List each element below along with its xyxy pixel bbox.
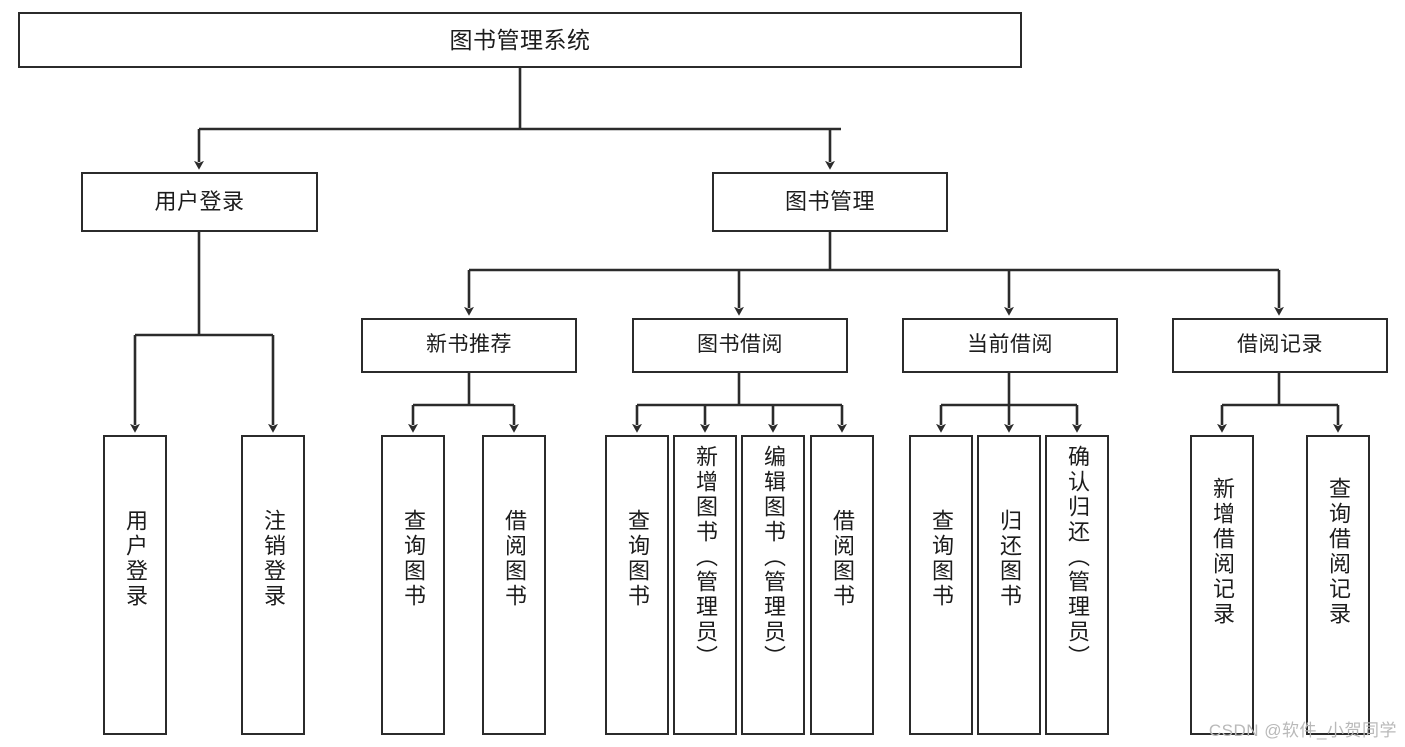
leaf-query-book-borrow[interactable]: 查询图书 [605,435,669,735]
node-label: 新增借阅记录 [1210,477,1235,627]
node-book-borrow[interactable]: 图书借阅 [632,318,848,373]
leaf-query-borrow-record[interactable]: 查询借阅记录 [1306,435,1370,735]
node-new-book-recommend[interactable]: 新书推荐 [361,318,577,373]
node-label: 查询图书 [929,509,954,609]
node-current-borrow[interactable]: 当前借阅 [902,318,1118,373]
node-label: 用户登录 [154,189,245,215]
leaf-borrow-book-recommend[interactable]: 借阅图书 [482,435,546,735]
node-label: 查询图书 [401,509,426,609]
node-label: 图书管理 [784,189,875,215]
node-user-login[interactable]: 用户登录 [81,172,318,232]
watermark-text: CSDN @软件_小贺同学 [1208,721,1397,740]
leaf-user-login[interactable]: 用户登录 [103,435,167,735]
leaf-return-book[interactable]: 归还图书 [977,435,1041,735]
node-label: 注销登录 [261,509,286,609]
node-label: 借阅记录 [1237,333,1323,357]
node-book-management[interactable]: 图书管理 [712,172,948,232]
node-label: 确认归还（管理员） [1065,445,1090,670]
node-label: 图书借阅 [697,333,783,357]
leaf-logout-login[interactable]: 注销登录 [241,435,305,735]
leaf-add-book-admin[interactable]: 新增图书（管理员） [673,435,737,735]
node-borrow-record[interactable]: 借阅记录 [1172,318,1388,373]
node-label: 用户登录 [123,509,148,609]
node-label: 归还图书 [997,509,1022,609]
leaf-add-borrow-record[interactable]: 新增借阅记录 [1190,435,1254,735]
node-label: 新增图书（管理员） [693,445,718,670]
leaf-query-book-recommend[interactable]: 查询图书 [381,435,445,735]
node-label: 编辑图书（管理员） [761,445,786,670]
node-label: 查询图书 [625,509,650,609]
node-label: 查询借阅记录 [1326,477,1351,627]
node-label: 借阅图书 [830,509,855,609]
leaf-query-book-current[interactable]: 查询图书 [909,435,973,735]
leaf-borrow-book[interactable]: 借阅图书 [810,435,874,735]
leaf-confirm-return-admin[interactable]: 确认归还（管理员） [1045,435,1109,735]
node-label: 借阅图书 [502,509,527,609]
node-label: 图书管理系统 [449,26,591,53]
node-label: 新书推荐 [426,333,512,357]
node-label: 当前借阅 [967,333,1053,357]
leaf-edit-book-admin[interactable]: 编辑图书（管理员） [741,435,805,735]
node-root-library-system[interactable]: 图书管理系统 [18,12,1022,68]
